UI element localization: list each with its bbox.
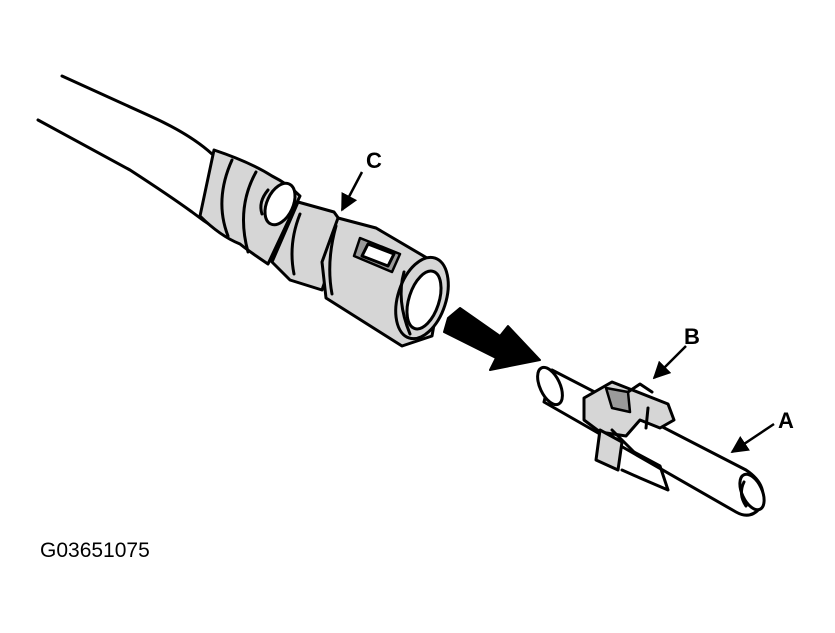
quick-connector (270, 200, 450, 348)
label-b: B (684, 324, 700, 349)
label-c: C (366, 148, 382, 173)
leader-line-a (730, 422, 775, 454)
hose (36, 74, 302, 266)
retainer-clip (582, 380, 676, 492)
leader-line-b (652, 345, 687, 380)
leader-line-c (340, 171, 364, 212)
figure-id: G03651075 (40, 539, 150, 562)
fuel-pipe (536, 365, 766, 517)
label-a: A (778, 408, 794, 433)
direction-arrow (443, 307, 541, 371)
